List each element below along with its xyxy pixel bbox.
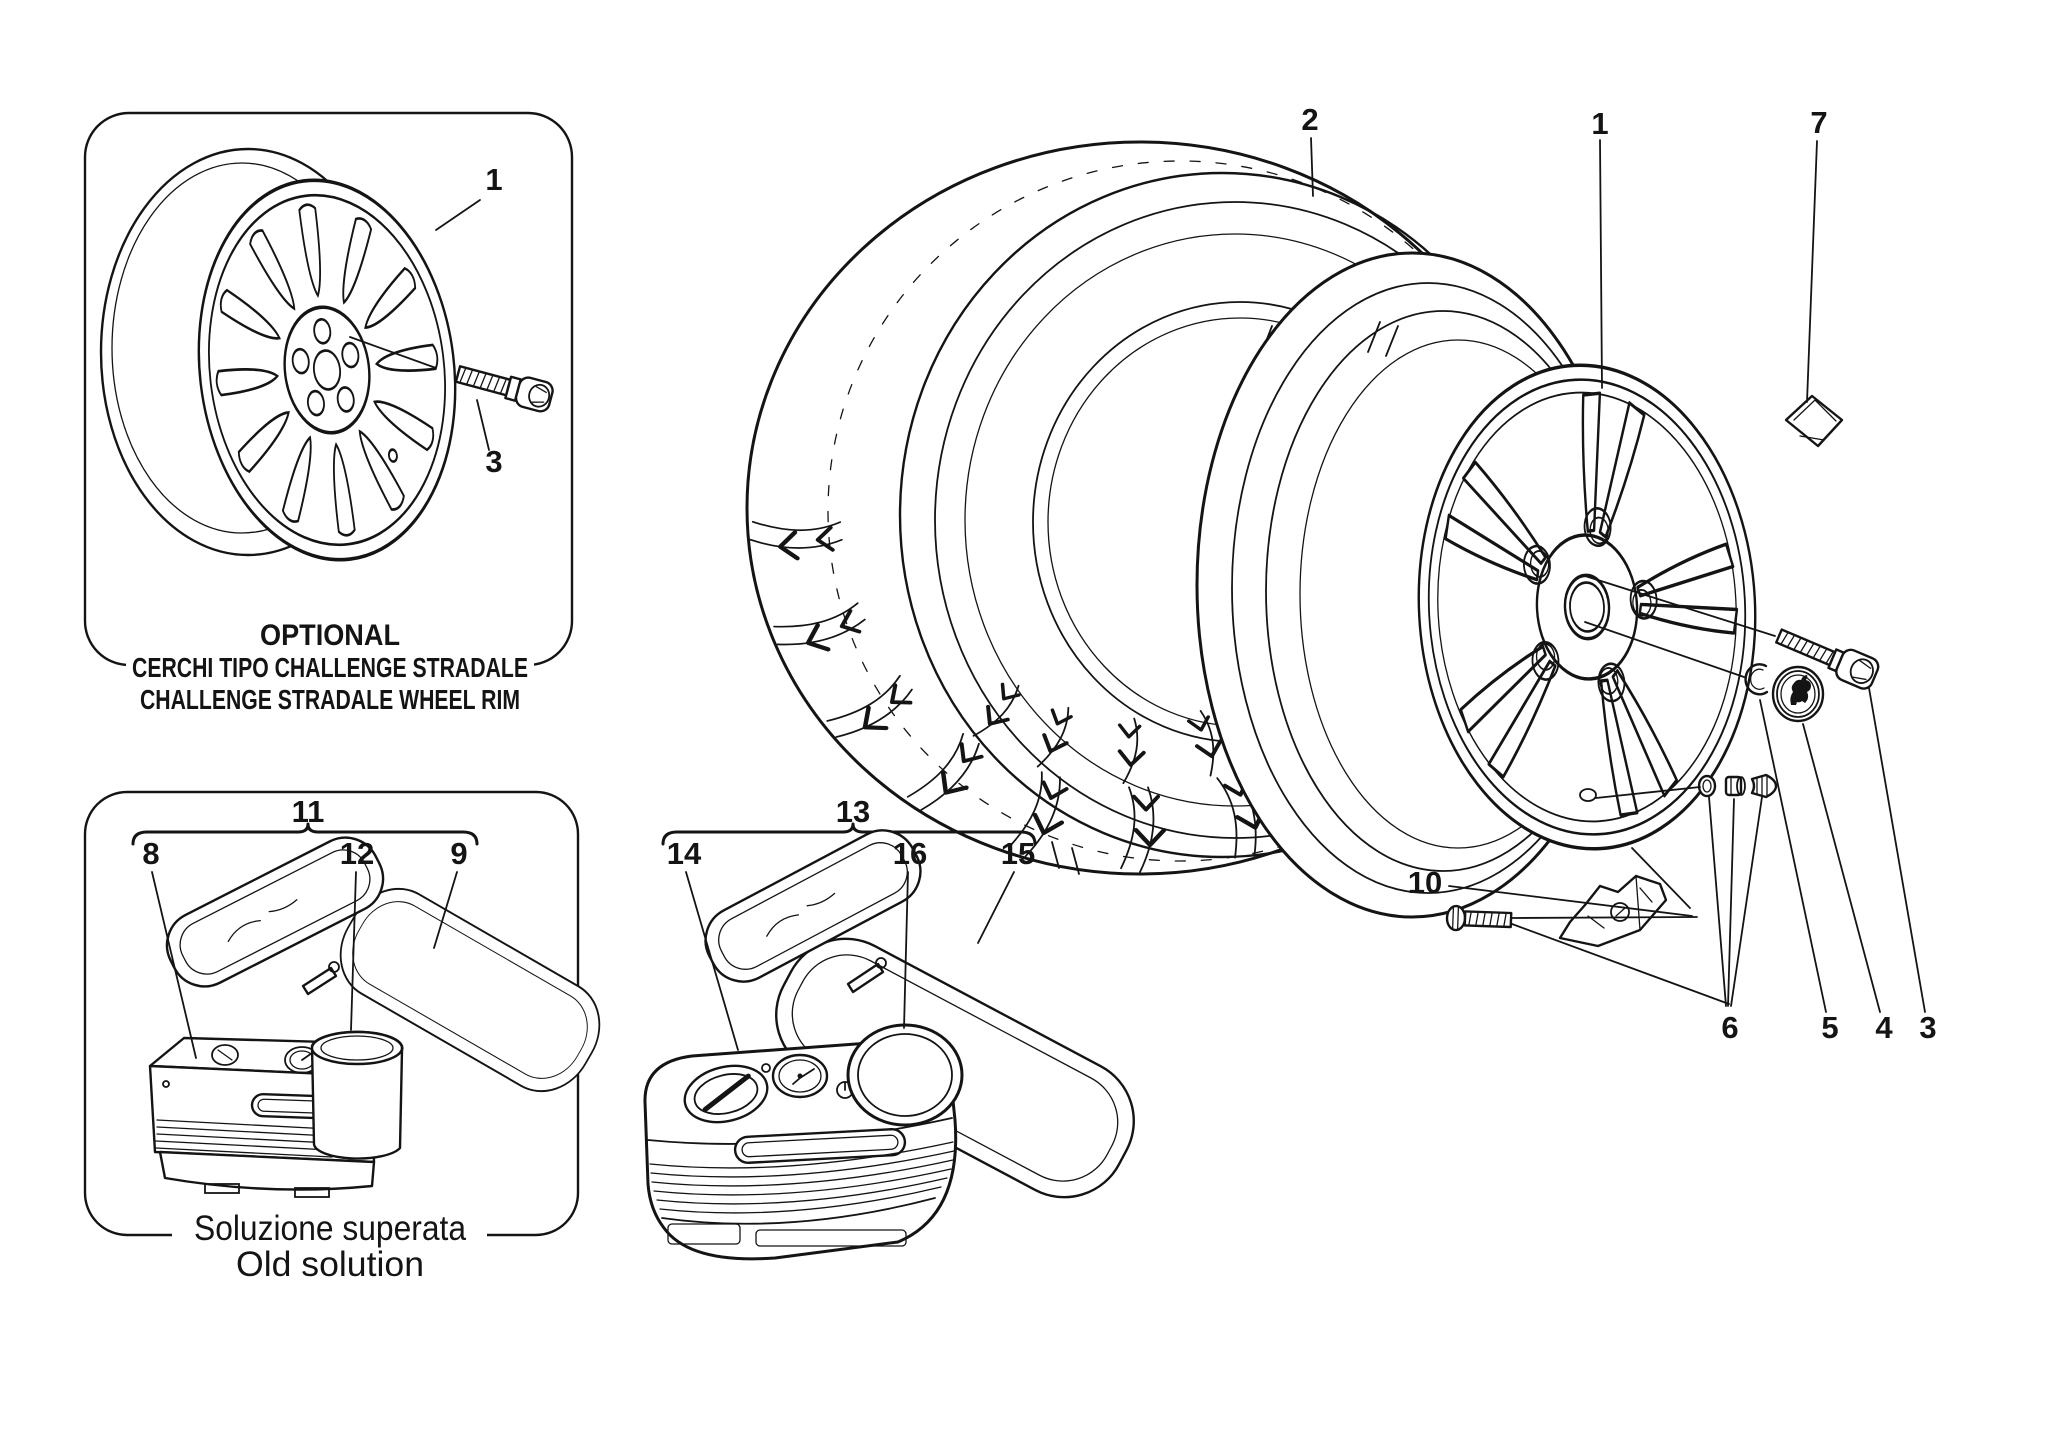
callout-new-compressor: 14 bbox=[667, 836, 702, 871]
valve-bracket bbox=[1558, 874, 1668, 948]
callout-valve-bracket: 10 bbox=[1408, 865, 1442, 900]
callout-tyre: 2 bbox=[1301, 102, 1318, 137]
assembly-leader-lines bbox=[1310, 137, 1926, 1013]
rim-drawing bbox=[1195, 251, 1757, 919]
callout-optional-bolt: 3 bbox=[485, 444, 502, 479]
hub-cap bbox=[1771, 665, 1825, 723]
sidewall-sipes-bottom bbox=[1051, 841, 1080, 875]
new-kit-bracket bbox=[661, 822, 1037, 846]
callout-old-compressor: 8 bbox=[142, 836, 159, 871]
bracket-screw bbox=[1445, 904, 1513, 932]
prancing-horse-icon bbox=[1790, 675, 1811, 705]
leader-8 bbox=[151, 871, 197, 1059]
wheel-tyre-assembly: 2 1 7 10 6 5 4 3 bbox=[745, 102, 1937, 1045]
barrel-marks bbox=[1367, 321, 1399, 357]
old-kit-caption-en: Old solution bbox=[236, 1245, 424, 1284]
callout-old-bag: 9 bbox=[450, 836, 467, 871]
leader-hub-to-bolt bbox=[349, 336, 437, 369]
callout-rim: 1 bbox=[1591, 106, 1608, 141]
old-kit-box: 11 bbox=[83, 790, 619, 1284]
optional-caption-line3: CHALLENGE STRADALE WHEEL RIM bbox=[140, 684, 520, 715]
new-compressor bbox=[643, 1023, 964, 1261]
leader-9 bbox=[433, 871, 458, 949]
callout-new-canister: 16 bbox=[893, 836, 927, 871]
leader-callout-1 bbox=[435, 199, 481, 231]
old-kit-caption-it: Soluzione superata bbox=[194, 1209, 466, 1248]
challenge-stradale-rim-drawing bbox=[99, 147, 457, 562]
caption-mask bbox=[126, 652, 534, 684]
callout-balance-weight: 7 bbox=[1810, 105, 1827, 140]
new-kit: 13 bbox=[643, 794, 1157, 1261]
old-kit-bag bbox=[154, 824, 619, 1110]
old-kit-bracket bbox=[131, 822, 479, 846]
optional-caption-title: OPTIONAL bbox=[260, 619, 400, 652]
callout-new-bag: 15 bbox=[1001, 836, 1035, 871]
callout-new-kit: 13 bbox=[836, 794, 870, 829]
leader-12 bbox=[350, 871, 357, 1031]
callout-hub-cap: 4 bbox=[1875, 1010, 1893, 1045]
valve-parts bbox=[1697, 773, 1778, 799]
leader-16 bbox=[903, 871, 909, 1029]
rim-face bbox=[1417, 363, 1757, 851]
callout-old-canister: 12 bbox=[340, 836, 374, 871]
optional-wheel-bolt bbox=[454, 365, 554, 413]
old-compressor bbox=[148, 1030, 404, 1198]
leader-15 bbox=[977, 871, 1015, 944]
valve-hole bbox=[1579, 788, 1597, 802]
optional-caption-line2: CERCHI TIPO CHALLENGE STRADALE bbox=[132, 652, 528, 683]
old-caption-mask bbox=[172, 1205, 487, 1249]
callout-old-kit: 11 bbox=[292, 794, 325, 829]
leader-callout-3 bbox=[476, 399, 490, 451]
callout-bolt: 3 bbox=[1919, 1010, 1936, 1045]
circlip bbox=[1744, 663, 1769, 696]
callout-circlip: 5 bbox=[1821, 1010, 1838, 1045]
leader-14 bbox=[685, 871, 739, 1051]
callout-valve: 6 bbox=[1721, 1010, 1738, 1045]
optional-wheel-box: 1 3 OPTIONAL CERCHI TIPO CHALLENGE STRAD… bbox=[83, 111, 574, 715]
callout-optional-rim: 1 bbox=[485, 162, 502, 197]
wheel-bolt bbox=[1775, 628, 1880, 690]
balance-weight bbox=[1784, 394, 1844, 448]
new-kit-bag bbox=[692, 817, 1157, 1221]
